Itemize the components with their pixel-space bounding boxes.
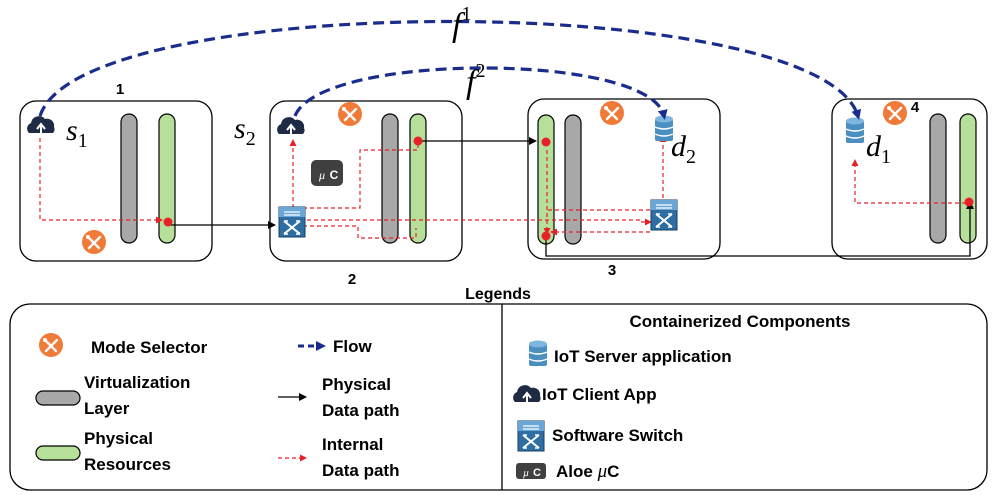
software-switch-icon [278, 206, 306, 238]
node-number-3: 3 [608, 262, 616, 279]
svg-text:C: C [330, 168, 339, 182]
legend-resources-line2: Resources [84, 455, 171, 474]
internal-data-path [39, 138, 163, 224]
virtualization-layer-bar [381, 113, 399, 244]
internal-data-path [851, 159, 966, 204]
node-number-4: 4 [911, 99, 920, 116]
mode-selector-icon [37, 331, 65, 359]
legend-flow: Flow [333, 337, 372, 356]
virtualization-layer-swatch [35, 390, 81, 406]
legend-virtualization-line1: Virtualization [84, 373, 190, 392]
flow-f2 [293, 66, 668, 120]
mode-selector-icon [598, 99, 626, 127]
label-s2: s2 [234, 112, 256, 150]
label-s1: s1 [66, 114, 88, 152]
junction-dot [413, 136, 423, 146]
physical-resources-bar [959, 113, 977, 244]
physical-data-path [545, 201, 974, 257]
software-switch-icon [517, 420, 545, 452]
physical-resources-bar [158, 113, 176, 244]
virtualization-layer-bar [929, 113, 947, 244]
legend-box [9, 303, 988, 491]
internal-data-path [300, 218, 652, 226]
junction-dot [541, 137, 551, 147]
legend-physical-path-line2: Data path [322, 401, 399, 420]
legend-aloe: Aloe μC [556, 461, 619, 482]
legend-iot-client: IoT Client App [542, 385, 657, 404]
node-number-1: 1 [116, 81, 124, 98]
database-icon [528, 339, 548, 367]
legend-mode-selector: Mode Selector [91, 338, 208, 357]
physical-resources-bar [537, 114, 555, 245]
junction-dot [964, 197, 974, 207]
physical-resources-swatch [35, 445, 81, 461]
node-box-4 [831, 98, 988, 260]
svg-text:C: C [533, 467, 541, 479]
label-f1: f1 [452, 3, 471, 44]
svg-text:μ: μ [522, 467, 529, 479]
mode-selector-icon [80, 228, 108, 256]
database-icon [845, 116, 865, 144]
aloe-uc-badge: μ C [311, 160, 343, 186]
flow-f1 [38, 19, 862, 120]
legend-software-switch: Software Switch [552, 426, 683, 445]
physical-resources-bar [409, 113, 427, 244]
software-switch-icon [650, 199, 678, 231]
legend-internal-path-line2: Data path [322, 461, 399, 480]
junction-dot [541, 231, 551, 241]
legend-internal-path-line1: Internal [322, 435, 383, 454]
legend-iot-server: IoT Server application [554, 347, 732, 366]
label-d1: d1 [866, 130, 891, 168]
legend-containerized-title: Containerized Components [629, 312, 850, 331]
virtualization-layer-bar [120, 113, 138, 244]
node-box-3 [527, 98, 721, 260]
mode-selector-icon [881, 99, 909, 127]
aloe-uc-badge: μ C [516, 463, 546, 479]
legend-resources-line1: Physical [84, 429, 153, 448]
label-d2: d2 [671, 130, 696, 168]
mode-selector-icon [336, 100, 364, 128]
virtualization-layer-bar [564, 114, 582, 245]
legend-virtualization-line2: Layer [84, 399, 130, 418]
junction-dot [163, 217, 173, 227]
svg-text:μ: μ [318, 168, 325, 182]
legend-title: Legends [465, 286, 531, 303]
label-f2: f2 [466, 60, 485, 101]
node-number-2: 2 [348, 271, 356, 288]
legend-physical-path-line1: Physical [322, 375, 391, 394]
internal-data-path [296, 225, 417, 239]
internal-data-path [296, 142, 419, 209]
